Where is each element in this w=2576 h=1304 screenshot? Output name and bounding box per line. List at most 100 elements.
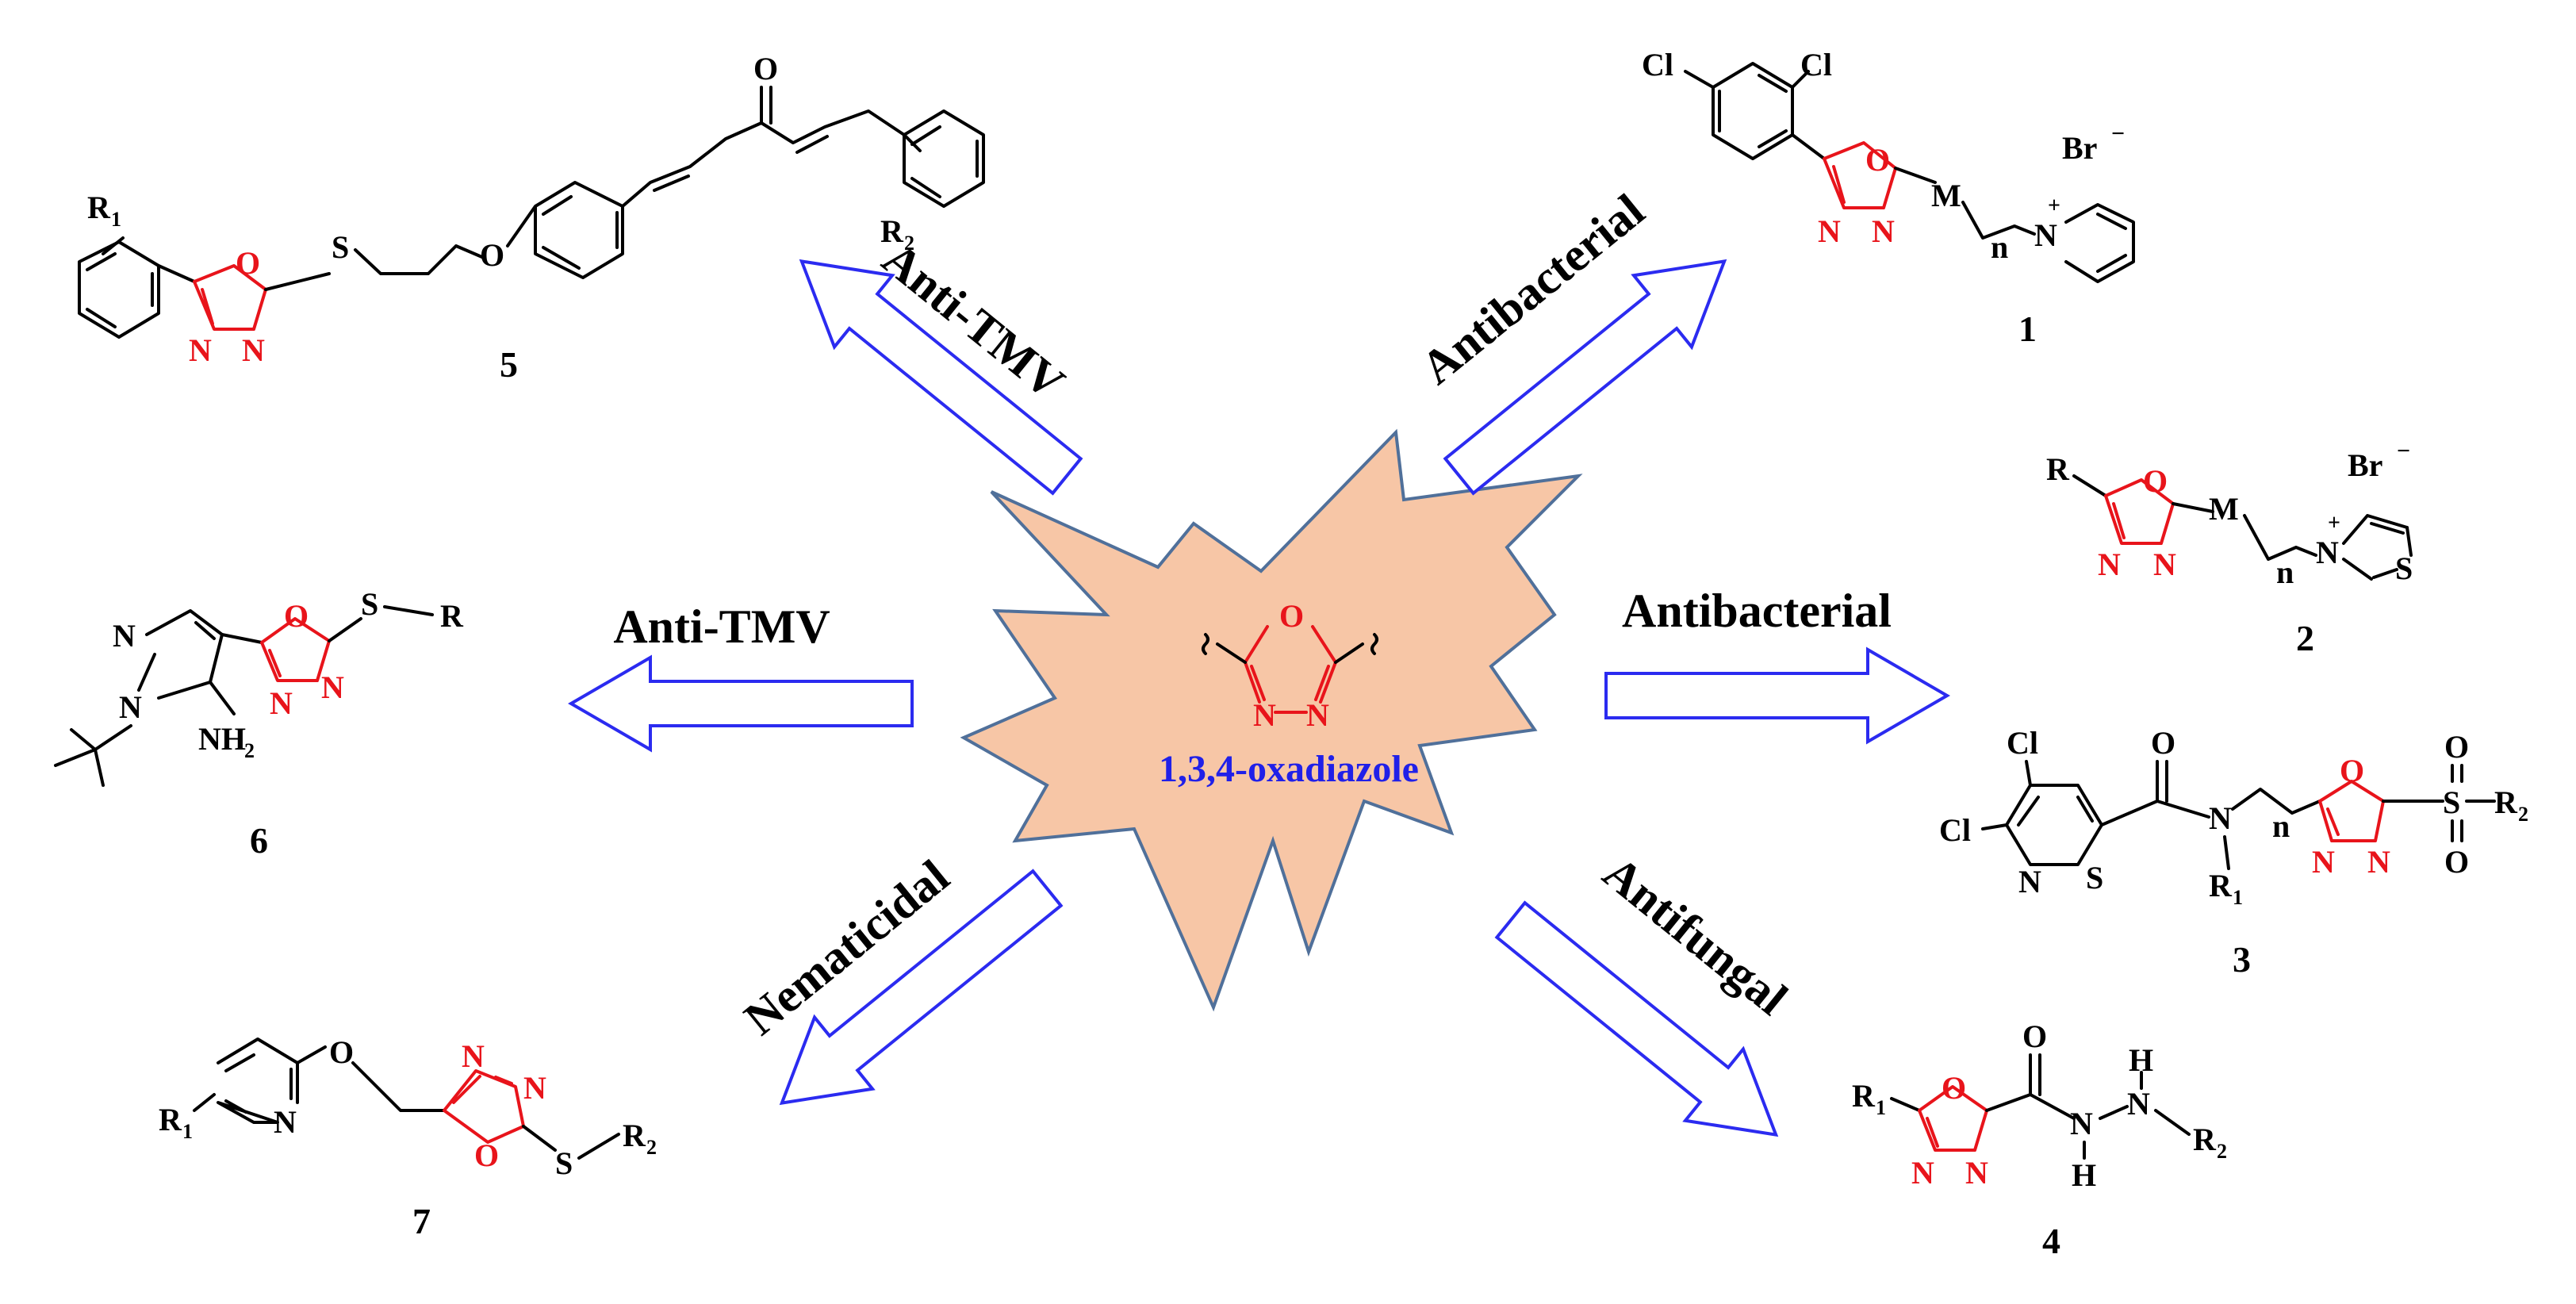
c1-nitrogen-1: N — [1818, 213, 1841, 249]
c3-r1: R — [2209, 868, 2233, 903]
c6-nitrogen-2: N — [321, 669, 344, 705]
c4-ring-oxygen: O — [1942, 1070, 1966, 1106]
compound-7: R 1 N O N N O S R 2 7 — [159, 1034, 657, 1241]
core-oxadiazole-ring: O N N — [1202, 598, 1378, 733]
c3-nitrogen-2: N — [2367, 844, 2390, 880]
c6-nitrogen-1: N — [270, 685, 293, 721]
arrow-label-antibacterial-right: Antibacterial — [1622, 585, 1892, 637]
c3-nitrogen-1: N — [2312, 844, 2335, 880]
c3-sulfonyl-s: S — [2443, 784, 2460, 820]
arrow-nematicidal: Nematicidal — [734, 850, 1078, 1141]
c5-sulfur: S — [332, 229, 349, 265]
c4-hydrazide-h-b: H — [2129, 1042, 2153, 1078]
compound-6: N N NH 2 O N N S R 6 — [54, 586, 464, 861]
c6-r-group: R — [440, 598, 464, 634]
compound-4: R 1 O N N O N H N H R 2 4 — [1852, 1018, 2227, 1261]
c6-amine: NH — [198, 721, 246, 757]
c4-carbonyl-o: O — [2022, 1018, 2047, 1054]
core-star: O N N 1,3,4-oxadiazole — [960, 428, 1583, 1012]
core-oxygen: O — [1279, 598, 1304, 634]
c4-nitrogen-2: N — [1965, 1155, 1988, 1191]
c7-nitrogen-2: N — [523, 1070, 546, 1106]
c1-plus-charge: + — [2048, 194, 2060, 218]
c6-number: 6 — [250, 820, 268, 861]
c7-ether-o: O — [329, 1034, 354, 1070]
c7-pyridine-n: N — [274, 1104, 297, 1140]
c6-pyrazole-n-b: N — [119, 689, 142, 725]
compound-3: Cl Cl N S O N R 1 n O N N S O O R 2 3 — [1939, 725, 2528, 980]
c2-sulfur: S — [2395, 550, 2413, 586]
c5-r2-sub: 2 — [904, 232, 914, 255]
c7-r1-sub: 1 — [182, 1120, 193, 1143]
c7-r2-sub: 2 — [646, 1136, 657, 1159]
c5-nitrogen-2: N — [242, 332, 265, 368]
c1-bromide: Br — [2062, 130, 2097, 166]
c3-chlorine-top: Cl — [2007, 725, 2038, 761]
c6-sulfur: S — [361, 586, 378, 622]
c7-ring-oxygen: O — [474, 1137, 499, 1173]
c4-hydrazide-n-b: N — [2127, 1086, 2150, 1122]
c5-r2: R — [880, 213, 904, 249]
c3-carbonyl-o: O — [2151, 725, 2175, 761]
c4-nitrogen-1: N — [1911, 1155, 1934, 1191]
c2-nitrogen-2: N — [2153, 547, 2176, 582]
c4-hydrazide-n-a: N — [2070, 1106, 2093, 1141]
c2-plus-charge: + — [2328, 511, 2340, 535]
c2-r-group: R — [2046, 451, 2070, 487]
c2-oxygen: O — [2143, 463, 2168, 499]
c3-ring-oxygen: O — [2340, 753, 2364, 788]
c5-r1-sub: 1 — [111, 208, 121, 231]
c1-linker-m: M — [1931, 178, 1961, 213]
star-burst — [960, 428, 1583, 1012]
c2-thiazolium-n: N — [2316, 535, 2339, 570]
c5-number: 5 — [500, 344, 518, 385]
compound-1: Cl Cl O N N M n N + Br − 1 — [1642, 47, 2135, 349]
c2-n-subscript: n — [2276, 554, 2294, 590]
core-label: 1,3,4-oxadiazole — [1159, 748, 1419, 790]
c4-r1-sub: 1 — [1876, 1096, 1886, 1119]
c4-number: 4 — [2042, 1221, 2060, 1261]
compound-2: R O N N M n N + S Br − 2 — [2046, 438, 2413, 658]
c1-pyridinium-n: N — [2034, 217, 2057, 253]
compound-5: R 1 O N N S O O R 2 5 — [78, 51, 985, 385]
c6-ring-oxygen: O — [284, 598, 309, 634]
c5-ether-o: O — [480, 237, 504, 273]
c3-sulfonyl-o-bottom: O — [2444, 844, 2469, 880]
c7-r2: R — [623, 1118, 646, 1153]
c4-r2: R — [2193, 1122, 2217, 1157]
c1-chlorine-left: Cl — [1642, 47, 1673, 82]
c1-n-subscript: n — [1991, 229, 2008, 265]
c3-amide-n: N — [2209, 800, 2232, 836]
c2-minus-charge: − — [2397, 438, 2410, 464]
c3-sulfonyl-o-top: O — [2444, 729, 2469, 765]
c7-sulfur: S — [555, 1145, 573, 1181]
c1-number: 1 — [2018, 309, 2037, 349]
c1-oxygen: O — [1865, 142, 1890, 178]
core-nitrogen-right: N — [1306, 697, 1329, 733]
c4-r2-sub: 2 — [2217, 1140, 2227, 1163]
c7-r1: R — [159, 1102, 182, 1137]
c3-isothiazole-s: S — [2086, 860, 2103, 896]
c1-nitrogen-2: N — [1872, 213, 1895, 249]
c3-chlorine-left: Cl — [1939, 812, 1971, 848]
arrow-antifungal: Antifungal — [1480, 846, 1807, 1172]
arrow-anti-tmv-left: Anti-TMV — [569, 600, 914, 751]
c5-ring-oxygen: O — [236, 245, 260, 281]
c7-number: 7 — [412, 1201, 431, 1241]
c3-r2-sub: 2 — [2518, 803, 2528, 826]
arrow-antibacterial-right: Antibacterial — [1604, 585, 1949, 743]
c1-chlorine-right: Cl — [1800, 47, 1832, 82]
c1-minus-charge: − — [2111, 121, 2125, 147]
c7-nitrogen-1: N — [462, 1038, 485, 1074]
arrow-antibacterial-upper: Antibacterial — [1412, 184, 1755, 514]
c4-hydrazide-h-a: H — [2072, 1157, 2096, 1193]
c2-bromide: Br — [2348, 447, 2382, 483]
c3-n-subscript: n — [2272, 808, 2290, 844]
c6-pyrazole-n-a: N — [113, 618, 136, 654]
core-nitrogen-left: N — [1253, 697, 1276, 733]
arrow-label-anti-tmv-left: Anti-TMV — [613, 600, 830, 653]
c3-isothiazole-n: N — [2018, 864, 2041, 899]
arrow-anti-tmv-upper: Anti-TMV — [771, 224, 1098, 514]
c5-r1: R — [87, 190, 111, 225]
